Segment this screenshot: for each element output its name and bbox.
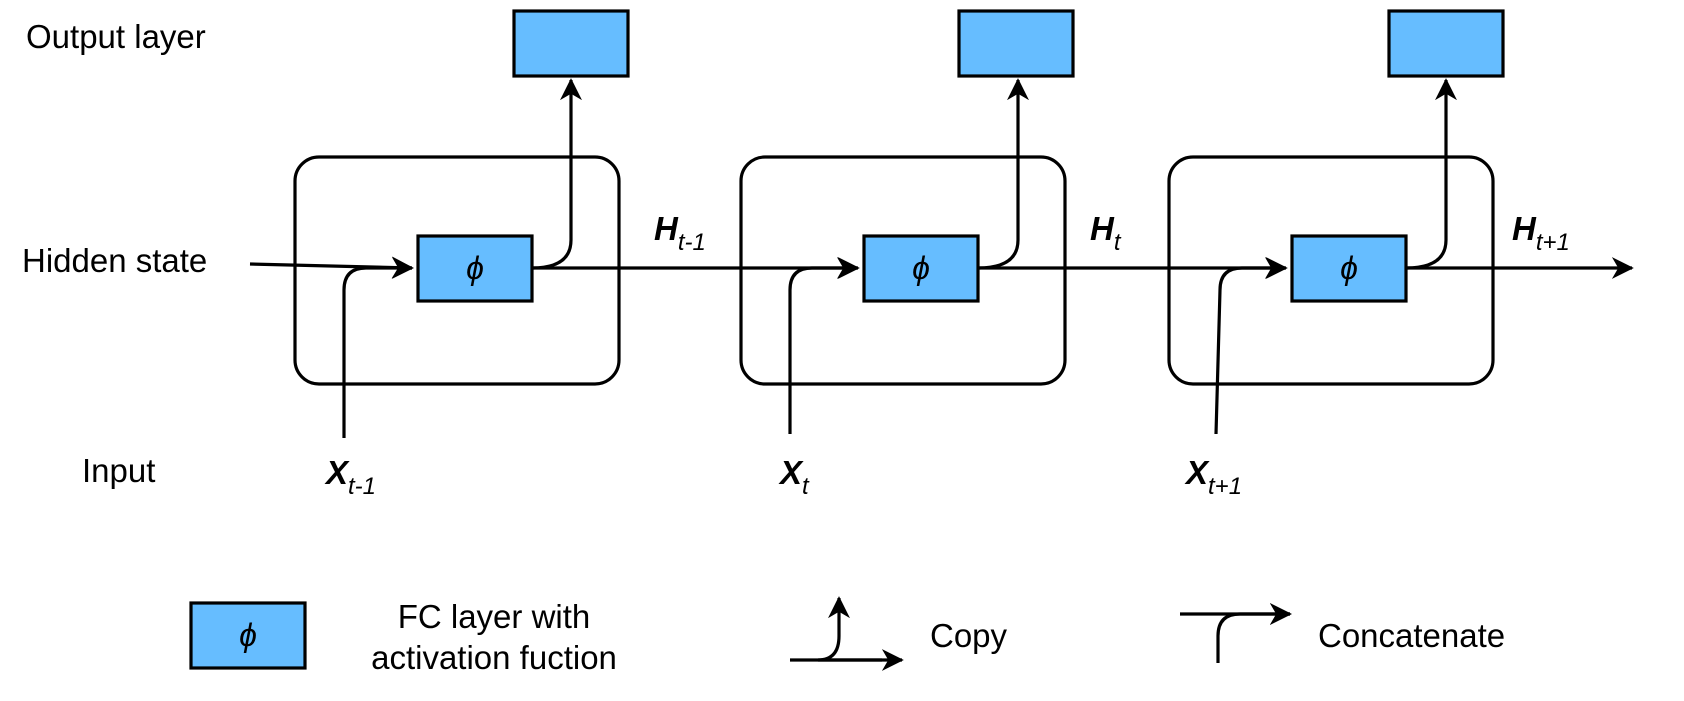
legend-phi-symbol: ϕ	[239, 617, 257, 653]
legend-concatenate-label: Concatenate	[1318, 617, 1505, 654]
rnn-cell-1: ϕ	[293, 9, 859, 438]
output-box	[512, 9, 630, 78]
phi-symbol: ϕ	[466, 250, 484, 286]
copy-to-output-line	[1405, 78, 1457, 270]
hidden-state-label-1: Ht-1	[654, 210, 706, 256]
input-concat-line	[1214, 257, 1288, 435]
rnn-cell-3: ϕ	[1167, 9, 1634, 435]
input-label-2: Xt	[778, 454, 810, 500]
fc-layer-box	[1290, 234, 1408, 303]
hidden-state-label-3: Ht+1	[1512, 210, 1570, 256]
output-layer-label: Output layer	[26, 18, 206, 55]
output-box	[957, 9, 1075, 78]
copy-to-output-line	[531, 78, 582, 270]
copy-to-output-line	[977, 78, 1029, 270]
hidden-state-label-2: Ht	[1090, 210, 1122, 256]
cell-boundary	[739, 155, 1067, 386]
legend-concatenate-icon	[1216, 603, 1292, 663]
phi-symbol: ϕ	[912, 250, 930, 286]
cell-boundary	[1167, 155, 1495, 386]
cell-boundary	[293, 155, 621, 386]
input-label-1: Xt-1	[324, 454, 376, 500]
input-concat-line	[342, 257, 414, 438]
legend-fc-box	[189, 601, 307, 670]
input-concat-line	[788, 257, 860, 434]
legend-copy-label: Copy	[930, 617, 1008, 654]
output-box	[1387, 9, 1505, 78]
phi-symbol: ϕ	[1340, 250, 1358, 286]
input-label-3: Xt+1	[1184, 454, 1242, 500]
legend-fc-label-line2: activation fuction	[371, 639, 617, 676]
fc-layer-box	[416, 234, 534, 303]
legend-fc-label: FC layer with	[398, 598, 591, 635]
legend-copy-icon	[790, 598, 882, 662]
input-label: Input	[82, 452, 155, 489]
legend: ϕ FC layer with activation fuction Copy …	[189, 598, 1505, 676]
hidden-state-label: Hidden state	[22, 242, 207, 279]
rnn-cell-2: ϕ	[739, 9, 1287, 434]
